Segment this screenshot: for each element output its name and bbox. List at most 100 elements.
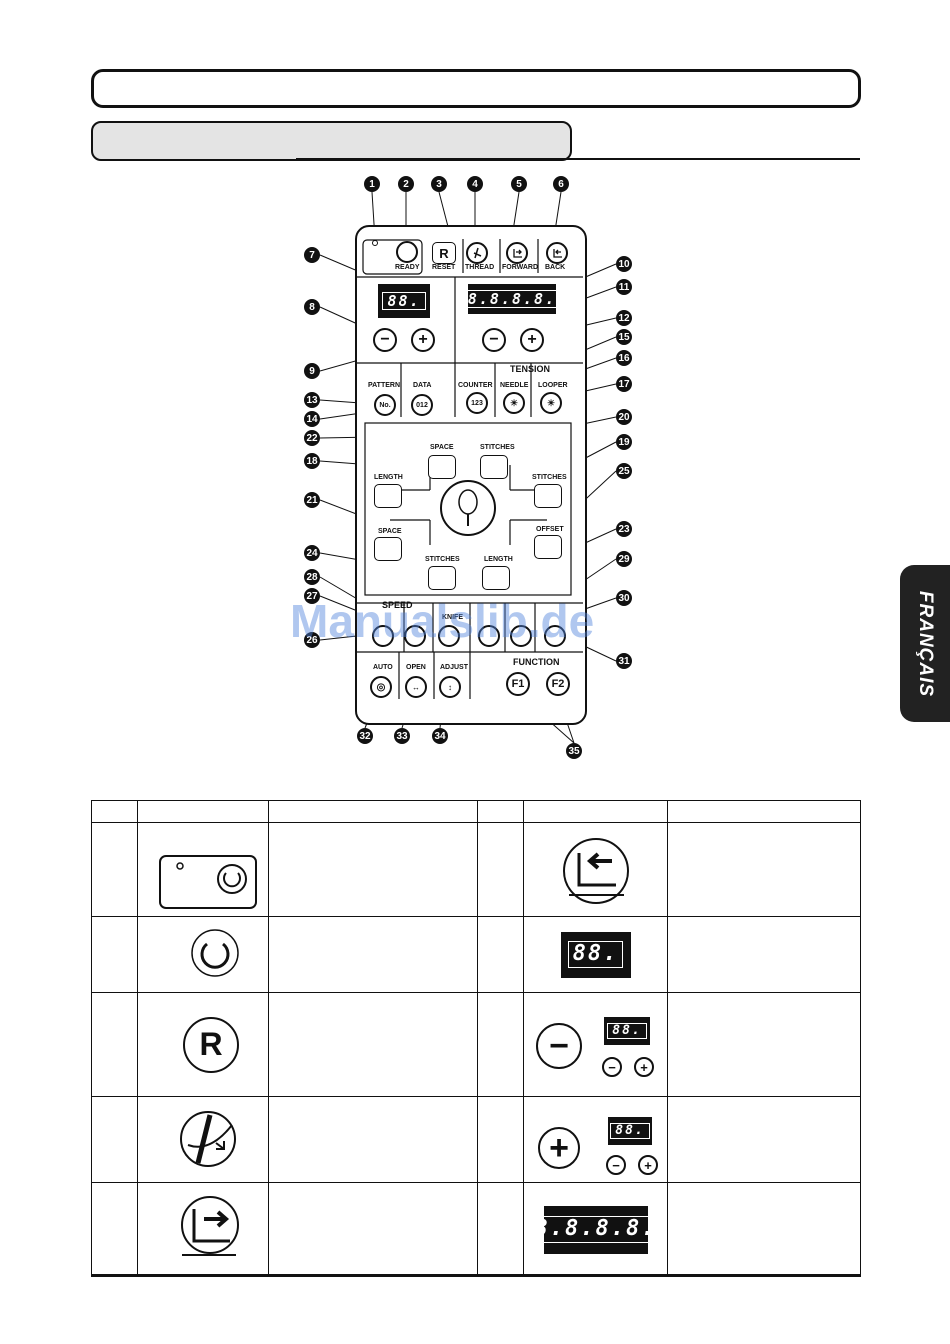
knife-button[interactable]: [438, 625, 460, 647]
table-header-row: [91, 800, 861, 823]
minus-button-icon: −: [536, 1023, 582, 1069]
buttonhole-shape-icon: [440, 480, 496, 536]
callout-11: 11: [616, 279, 632, 295]
back-icon: [553, 249, 562, 258]
open-label: OPEN: [406, 664, 426, 671]
key-table: 88. R − 88. − + + 88. −: [91, 800, 861, 1277]
minus-display-icon-value: 88.: [607, 1022, 647, 1040]
table-row: [91, 822, 861, 917]
small-plus-icon: +: [634, 1057, 654, 1077]
callout-21: 21: [304, 492, 320, 508]
stitches-top-button[interactable]: [480, 455, 508, 479]
stitches-right-button[interactable]: [534, 484, 562, 508]
callout-34: 34: [432, 728, 448, 744]
title-bar: [91, 69, 861, 108]
data-button[interactable]: 012: [411, 394, 433, 416]
arrows-icon: ↔: [412, 682, 420, 692]
adjust-label: ADJUST: [440, 664, 469, 671]
length-left-button[interactable]: [374, 484, 402, 508]
length-bottom-button[interactable]: [482, 566, 510, 590]
table-row: 88.: [91, 916, 861, 993]
callout-22: 22: [304, 430, 320, 446]
right-plus-button[interactable]: +: [520, 328, 544, 352]
offset-button[interactable]: [534, 535, 562, 559]
callout-6: 6: [553, 176, 569, 192]
space-top-label: SPACE: [430, 444, 454, 451]
lightbulb-icon: ☀: [546, 397, 556, 408]
needle-tension-button[interactable]: ☀: [503, 392, 525, 414]
callout-1: 1: [364, 176, 380, 192]
callout-2: 2: [398, 176, 414, 192]
thread-button[interactable]: [466, 242, 488, 264]
pattern-button[interactable]: No.: [374, 394, 396, 416]
small-display: 88.: [378, 284, 430, 318]
tension-label: TENSION: [510, 364, 551, 374]
ready-button[interactable]: [396, 241, 418, 263]
speed-button[interactable]: [372, 625, 394, 647]
mode-button-31[interactable]: [544, 625, 566, 647]
callout-16: 16: [616, 350, 632, 366]
callout-30: 30: [616, 590, 632, 606]
table-row: R − 88. − +: [91, 992, 861, 1097]
back-button[interactable]: [546, 242, 568, 264]
left-plus-button[interactable]: +: [411, 328, 435, 352]
open-button[interactable]: ↔: [405, 676, 427, 698]
callout-15: 15: [616, 329, 632, 345]
ready-panel-icon: [159, 855, 257, 909]
callout-20: 20: [616, 409, 632, 425]
reset-icon: R: [183, 1016, 239, 1073]
needle-label: NEEDLE: [500, 382, 529, 389]
small-display-icon: 88.: [560, 931, 631, 978]
spiral-icon: ◎: [376, 681, 386, 693]
space-top-button[interactable]: [428, 455, 456, 479]
mode-button-29[interactable]: [478, 625, 500, 647]
callout-26: 26: [304, 632, 320, 648]
callout-8: 8: [304, 299, 320, 315]
callout-32: 32: [357, 728, 373, 744]
callout-5: 5: [511, 176, 527, 192]
large-display: 8.8.8.8.: [462, 284, 562, 314]
length-left-label: LENGTH: [374, 474, 403, 481]
stitches-bottom-button[interactable]: [428, 566, 456, 590]
callout-28: 28: [304, 569, 320, 585]
reset-label: RESET: [432, 264, 456, 271]
language-tab[interactable]: FRANÇAIS: [900, 565, 950, 722]
length-bottom-label: LENGTH: [484, 556, 513, 563]
large-display-value: 8.8.8.8.: [462, 289, 562, 309]
looper-tension-button[interactable]: ☀: [540, 392, 562, 414]
right-minus-button[interactable]: −: [482, 328, 506, 352]
thread-label: THREAD: [465, 264, 495, 271]
callout-27: 27: [304, 588, 320, 604]
small-minus-icon: −: [606, 1155, 626, 1175]
small-display-value: 88.: [382, 291, 426, 311]
auto-button[interactable]: ◎: [370, 676, 392, 698]
callout-7: 7: [304, 247, 320, 263]
space-left-button[interactable]: [374, 537, 402, 561]
panel-dividers: [357, 239, 583, 699]
pattern-label: PATTERN: [368, 382, 401, 389]
f1-button[interactable]: F1: [506, 672, 530, 696]
forward-button[interactable]: [506, 242, 528, 264]
header-rule: [296, 158, 860, 160]
mode-button-30[interactable]: [510, 625, 532, 647]
space-left-label: SPACE: [378, 528, 402, 535]
minus-display-icon: 88.: [604, 1017, 650, 1045]
counter-button[interactable]: 123: [466, 392, 488, 414]
adjust-button[interactable]: ↕: [439, 676, 461, 698]
callout-3: 3: [431, 176, 447, 192]
speed-adjust-button[interactable]: [404, 625, 426, 647]
large-display-icon: 8.8.8.8.: [529, 1205, 662, 1254]
back-icon: [563, 838, 629, 904]
left-minus-button[interactable]: −: [373, 328, 397, 352]
reset-button[interactable]: R: [432, 242, 456, 264]
callout-31: 31: [616, 653, 632, 669]
stitches-top-label: STITCHES: [480, 444, 515, 451]
f2-button[interactable]: F2: [546, 672, 570, 696]
offset-label: OFFSET: [536, 526, 564, 533]
callout-13: 13: [304, 392, 320, 408]
callout-33: 33: [394, 728, 410, 744]
table-row: 8.8.8.8.: [91, 1182, 861, 1277]
callout-17: 17: [616, 376, 632, 392]
callout-25: 25: [616, 463, 632, 479]
callout-12: 12: [616, 310, 632, 326]
